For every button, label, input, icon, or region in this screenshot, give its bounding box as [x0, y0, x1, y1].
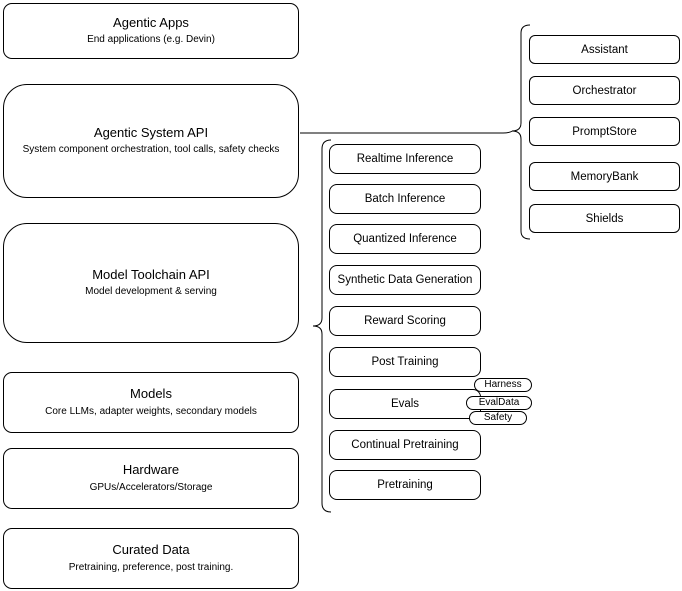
- node-promptstore: PromptStore: [529, 117, 680, 146]
- node-subtitle: Core LLMs, adapter weights, secondary mo…: [45, 405, 257, 417]
- node-quantized-inference: Quantized Inference: [329, 224, 481, 254]
- node-title: Hardware: [122, 462, 180, 478]
- node-pretraining: Pretraining: [329, 470, 481, 500]
- node-assistant: Assistant: [529, 35, 680, 64]
- node-title: Model Toolchain API: [92, 266, 210, 282]
- node-subtitle: System component orchestration, tool cal…: [22, 144, 280, 156]
- node-title: Models: [130, 386, 172, 402]
- node-evals: Evals: [329, 389, 481, 419]
- node-curated-data: Curated Data Pretraining, preference, po…: [3, 528, 299, 589]
- node-model-toolchain-api: Model Toolchain API Model development & …: [3, 223, 299, 343]
- node-models: Models Core LLMs, adapter weights, secon…: [3, 372, 299, 433]
- node-subtitle: End applications (e.g. Devin): [87, 34, 215, 46]
- node-subtitle: GPUs/Accelerators/Storage: [89, 481, 213, 493]
- node-agentic-system-api: Agentic System API System component orch…: [3, 84, 299, 198]
- tag-evaldata: EvalData: [466, 396, 532, 410]
- connector-system-api-to-components: [300, 130, 513, 134]
- node-title: Agentic System API: [93, 124, 209, 140]
- node-reward-scoring: Reward Scoring: [329, 306, 481, 336]
- tag-safety: Safety: [469, 411, 527, 425]
- node-memorybank: MemoryBank: [529, 162, 680, 191]
- brace-system-components: [511, 24, 531, 240]
- node-continual-pretraining: Continual Pretraining: [329, 430, 481, 460]
- node-title: Agentic Apps: [113, 14, 189, 30]
- node-shields: Shields: [529, 204, 680, 233]
- node-subtitle: Model development & serving: [85, 286, 217, 298]
- tag-harness: Harness: [474, 378, 532, 392]
- node-agentic-apps: Agentic Apps End applications (e.g. Devi…: [3, 3, 299, 59]
- node-subtitle: Pretraining, preference, post training.: [68, 561, 234, 573]
- node-realtime-inference: Realtime Inference: [329, 144, 481, 174]
- node-post-training: Post Training: [329, 347, 481, 377]
- node-hardware: Hardware GPUs/Accelerators/Storage: [3, 448, 299, 509]
- node-batch-inference: Batch Inference: [329, 184, 481, 214]
- node-title: Curated Data: [112, 542, 190, 558]
- node-synthetic-data-generation: Synthetic Data Generation: [329, 265, 481, 295]
- node-orchestrator: Orchestrator: [529, 76, 680, 105]
